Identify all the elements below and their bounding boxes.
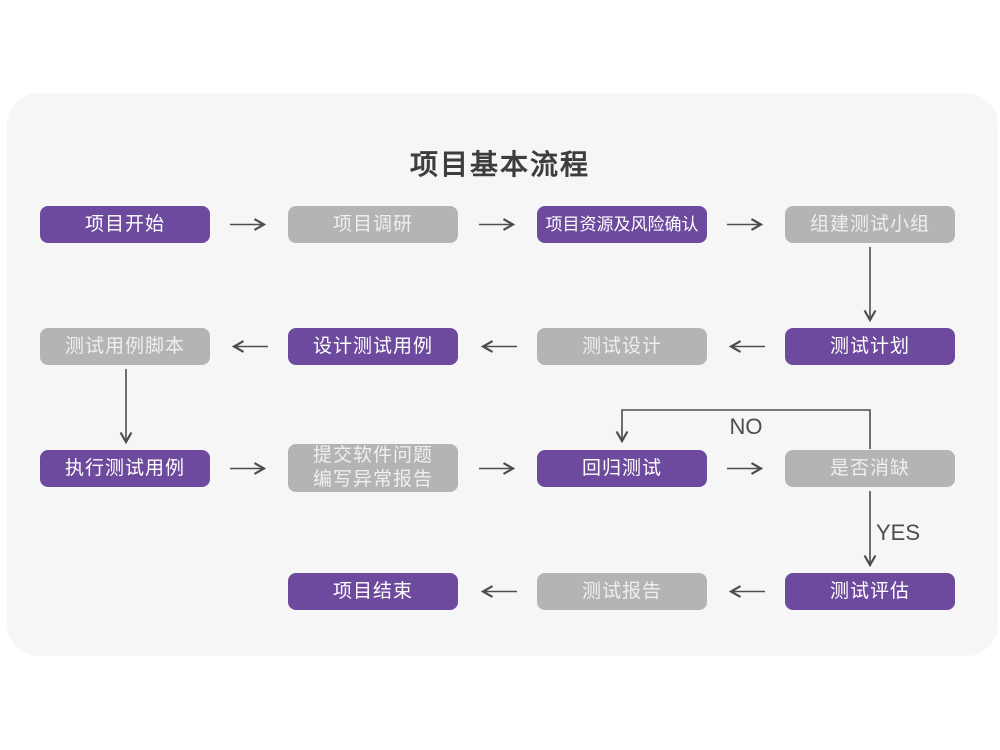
node-resources-risk-confirmation: 项目资源及风险确认 — [537, 206, 707, 243]
node-project-research: 项目调研 — [288, 206, 458, 243]
node-project-end: 项目结束 — [288, 573, 458, 610]
page-title: 项目基本流程 — [409, 149, 590, 180]
node-submit-issues-write-report: 提交软件问题 编写异常报告 — [288, 444, 458, 492]
node-test-report: 测试报告 — [537, 573, 707, 610]
node-test-design: 测试设计 — [537, 328, 707, 365]
node-design-test-cases: 设计测试用例 — [288, 328, 458, 365]
node-regression-test: 回归测试 — [537, 450, 707, 487]
flowchart-card — [7, 93, 998, 656]
node-test-evaluation: 测试评估 — [785, 573, 955, 610]
node-execute-test-cases: 执行测试用例 — [40, 450, 210, 487]
node-test-plan: 测试计划 — [785, 328, 955, 365]
node-build-test-team: 组建测试小组 — [785, 206, 955, 243]
node-defect-cleared-decision: 是否消缺 — [785, 450, 955, 487]
node-project-start: 项目开始 — [40, 206, 210, 243]
node-test-case-script: 测试用例脚本 — [40, 328, 210, 365]
